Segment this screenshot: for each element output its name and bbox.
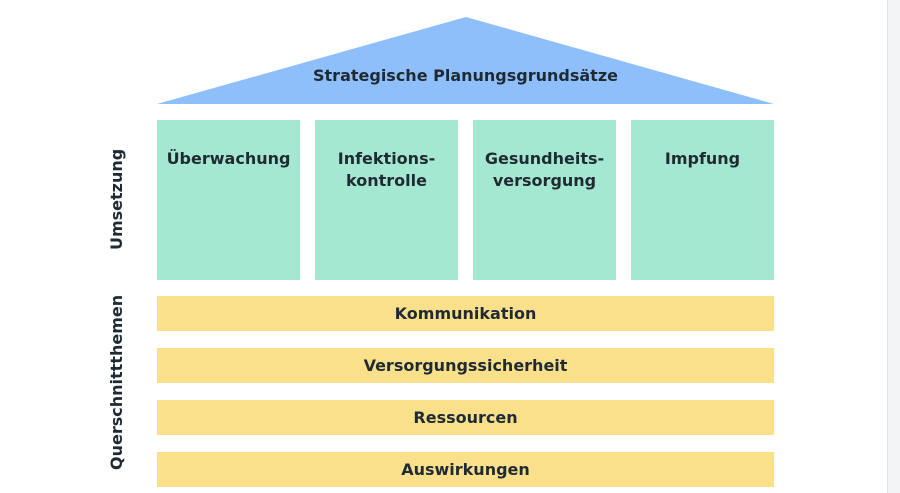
pillar-surveillance: Überwachung: [157, 120, 300, 280]
pillar-health-care: Gesundheits- versorgung: [473, 120, 616, 280]
roof-triangle: [157, 17, 774, 104]
pillar-vaccination: Impfung: [631, 120, 774, 280]
band-supply-security: Versorgungssicherheit: [157, 348, 774, 383]
roof-label: Strategische Planungsgrundsätze: [313, 66, 618, 85]
side-label-implementation: Umsetzung: [107, 148, 126, 250]
side-label-cross-cutting: Querschnittthemen: [107, 294, 126, 470]
pillar-infection-control: Infektions- kontrolle: [315, 120, 458, 280]
band-communication: Kommunikation: [157, 296, 774, 331]
band-resources: Ressourcen: [157, 400, 774, 435]
right-edge-panel: [887, 0, 900, 493]
band-impacts: Auswirkungen: [157, 452, 774, 487]
